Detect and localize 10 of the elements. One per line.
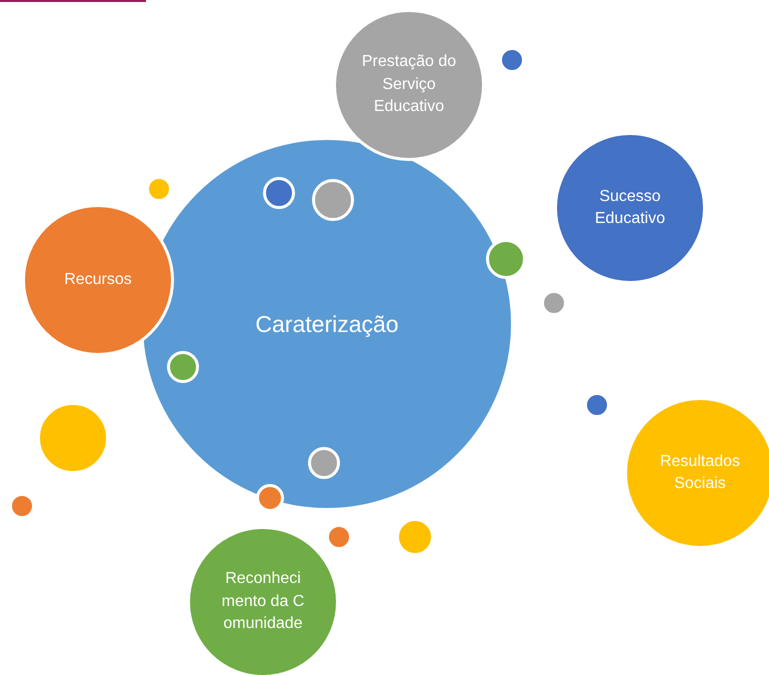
bubble-label: Caraterização: [255, 310, 399, 339]
dot: [263, 177, 295, 209]
bubble-label: Reconhecimento da Comunidade: [221, 569, 305, 634]
dot: [167, 351, 199, 383]
bubble-label: Recursos: [64, 270, 132, 290]
bubble-label: Resultados Sociais: [658, 452, 742, 494]
bubble-label: Prestação do Serviço Educativo: [360, 52, 458, 118]
dot: [312, 179, 354, 221]
dot: [308, 447, 340, 479]
bubble-label: Sucesso Educativo: [594, 186, 666, 229]
